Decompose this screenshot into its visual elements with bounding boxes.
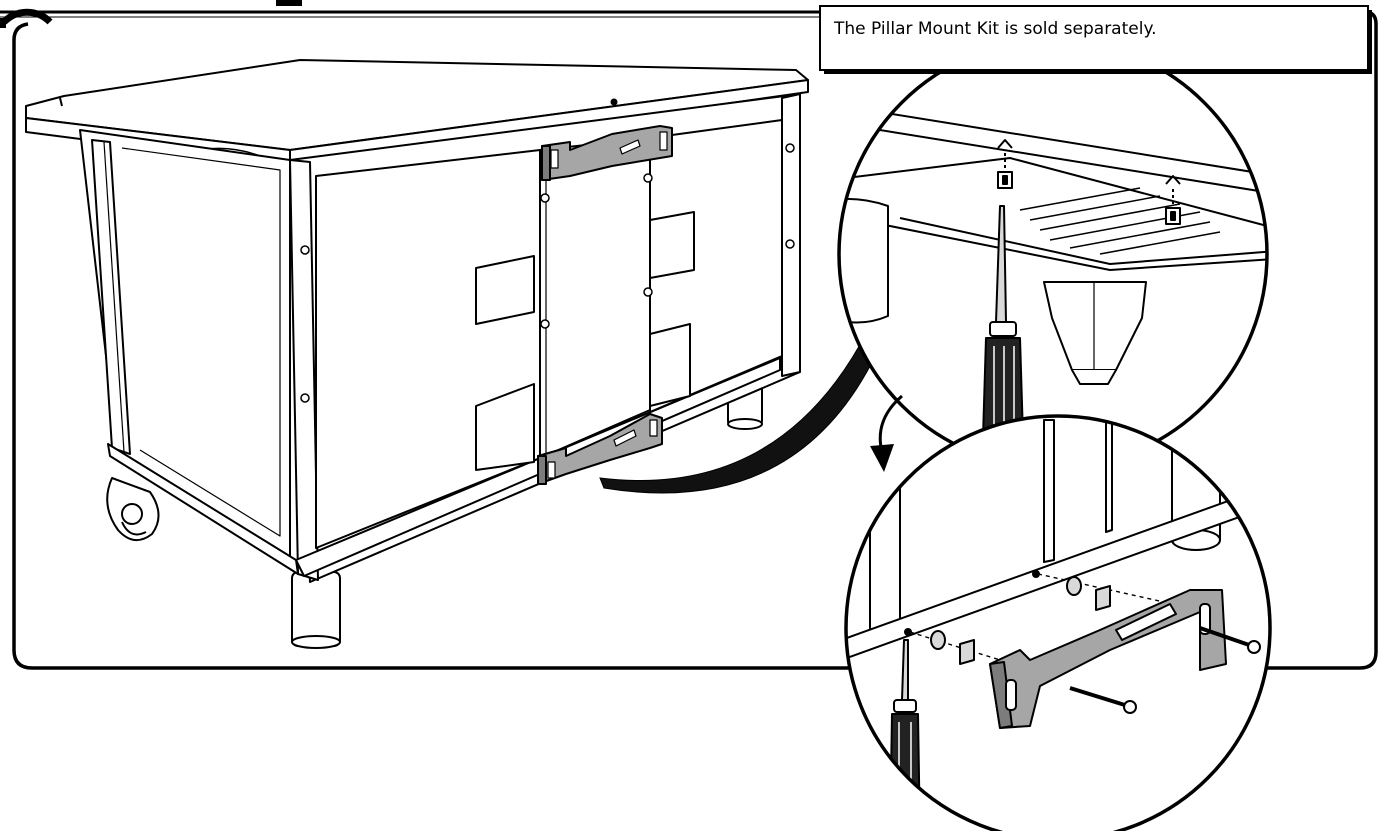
pillar-bracket-lower	[537, 413, 663, 485]
pillar-bracket-upper	[541, 125, 673, 181]
tv-stand-rear-view	[25, 59, 809, 649]
spacer-icon	[930, 576, 1111, 665]
back-panel-center	[539, 137, 651, 459]
frame-screws	[300, 143, 795, 403]
bracket-attach-detail	[844, 414, 1272, 831]
glide-foot-icon	[1043, 281, 1147, 385]
mounting-screw-icon	[1069, 626, 1261, 714]
stand-leg-front-left	[291, 571, 341, 649]
stand-side-panel	[79, 129, 291, 561]
step-number-marker	[0, 0, 830, 28]
down-arrow-icon	[870, 394, 903, 472]
back-panel-right	[649, 119, 783, 413]
removed-screw-icon	[997, 139, 1013, 189]
main-panel-frame	[12, 10, 1378, 670]
note-text: The Pillar Mount Kit is sold separately.	[834, 19, 1157, 39]
caster-wheel	[106, 477, 160, 541]
screw-removal-detail	[837, 38, 1269, 470]
removed-screw-icon	[1165, 175, 1181, 225]
note-box: The Pillar Mount Kit is sold separately.	[820, 6, 1368, 70]
pillar-bracket-detail	[989, 589, 1227, 729]
